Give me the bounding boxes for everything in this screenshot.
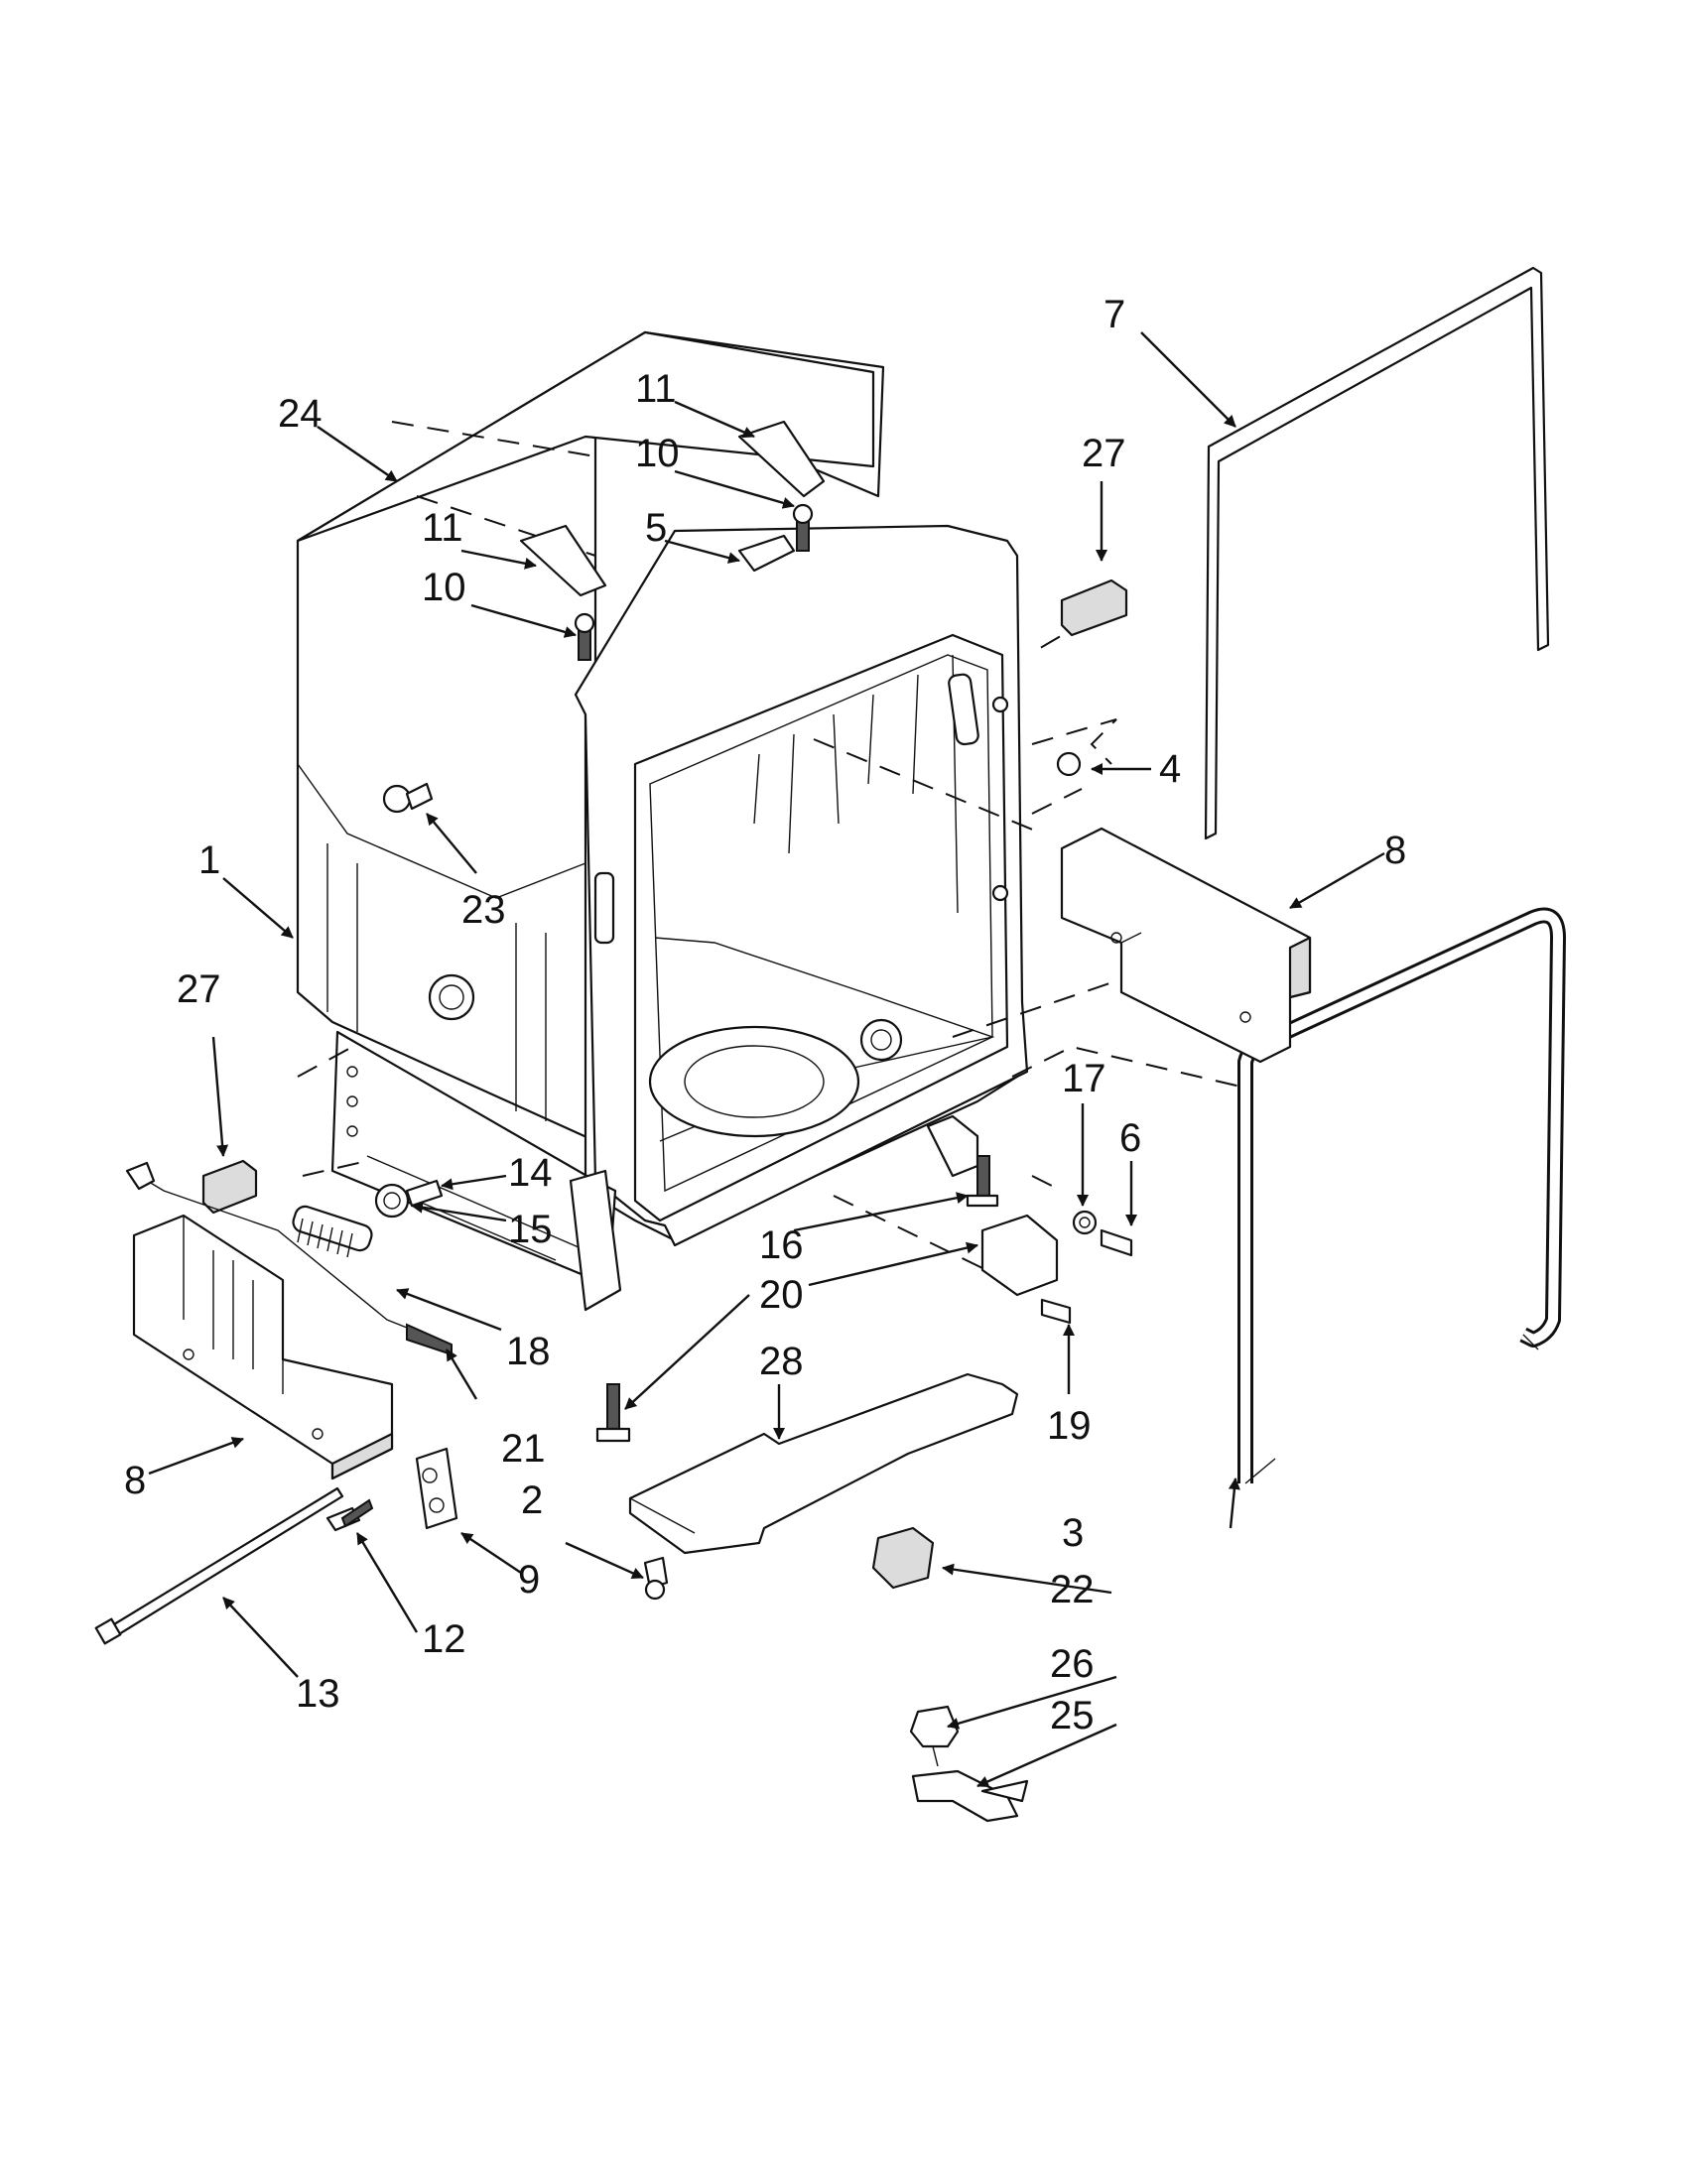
callout-1: 1 bbox=[198, 838, 220, 882]
callout-28: 28 bbox=[759, 1340, 804, 1383]
part-3-tub-gasket bbox=[1237, 907, 1566, 1484]
callout-14: 14 bbox=[508, 1151, 553, 1195]
callout-27-right: 27 bbox=[1082, 432, 1126, 475]
callout-25: 25 bbox=[1050, 1694, 1095, 1737]
callout-4: 4 bbox=[1159, 747, 1181, 791]
callout-5: 5 bbox=[645, 506, 667, 550]
callout-9: 9 bbox=[518, 1558, 540, 1602]
callout-18: 18 bbox=[506, 1330, 551, 1373]
callout-11-left: 11 bbox=[422, 506, 463, 550]
callout-12: 12 bbox=[422, 1617, 466, 1661]
callout-23: 23 bbox=[461, 888, 506, 932]
callout-26: 26 bbox=[1050, 1642, 1095, 1686]
callout-27-left: 27 bbox=[177, 967, 221, 1011]
callout-17: 17 bbox=[1062, 1057, 1106, 1100]
callout-6: 6 bbox=[1119, 1116, 1141, 1160]
leader-arrows bbox=[148, 331, 1385, 1788]
part-8-insulation-right bbox=[1060, 827, 1312, 1064]
callout-10-top: 10 bbox=[635, 432, 680, 475]
callout-8-right: 8 bbox=[1384, 829, 1406, 872]
tub-assembly bbox=[296, 330, 1029, 1312]
part-8-insulation-left bbox=[132, 1214, 394, 1480]
callout-20: 20 bbox=[759, 1273, 804, 1317]
callout-10-left: 10 bbox=[422, 566, 466, 609]
callout-22: 22 bbox=[1050, 1568, 1095, 1611]
callout-24: 24 bbox=[278, 392, 323, 436]
callout-3: 3 bbox=[1062, 1511, 1084, 1555]
small-parts bbox=[94, 420, 1133, 1823]
callout-15: 15 bbox=[508, 1208, 553, 1251]
callout-8-left: 8 bbox=[124, 1459, 146, 1502]
callout-13: 13 bbox=[296, 1672, 340, 1716]
callout-11-top: 11 bbox=[635, 367, 677, 411]
part-7-gasket-strip bbox=[1204, 266, 1550, 840]
callout-2: 2 bbox=[521, 1478, 543, 1522]
callout-7: 7 bbox=[1104, 293, 1125, 336]
callout-19: 19 bbox=[1047, 1404, 1092, 1448]
callout-16: 16 bbox=[759, 1223, 804, 1267]
callout-21: 21 bbox=[501, 1427, 546, 1471]
callout-labels: 7 27 4 8 24 11 10 5 11 10 1 23 27 14 15 … bbox=[124, 293, 1406, 1737]
